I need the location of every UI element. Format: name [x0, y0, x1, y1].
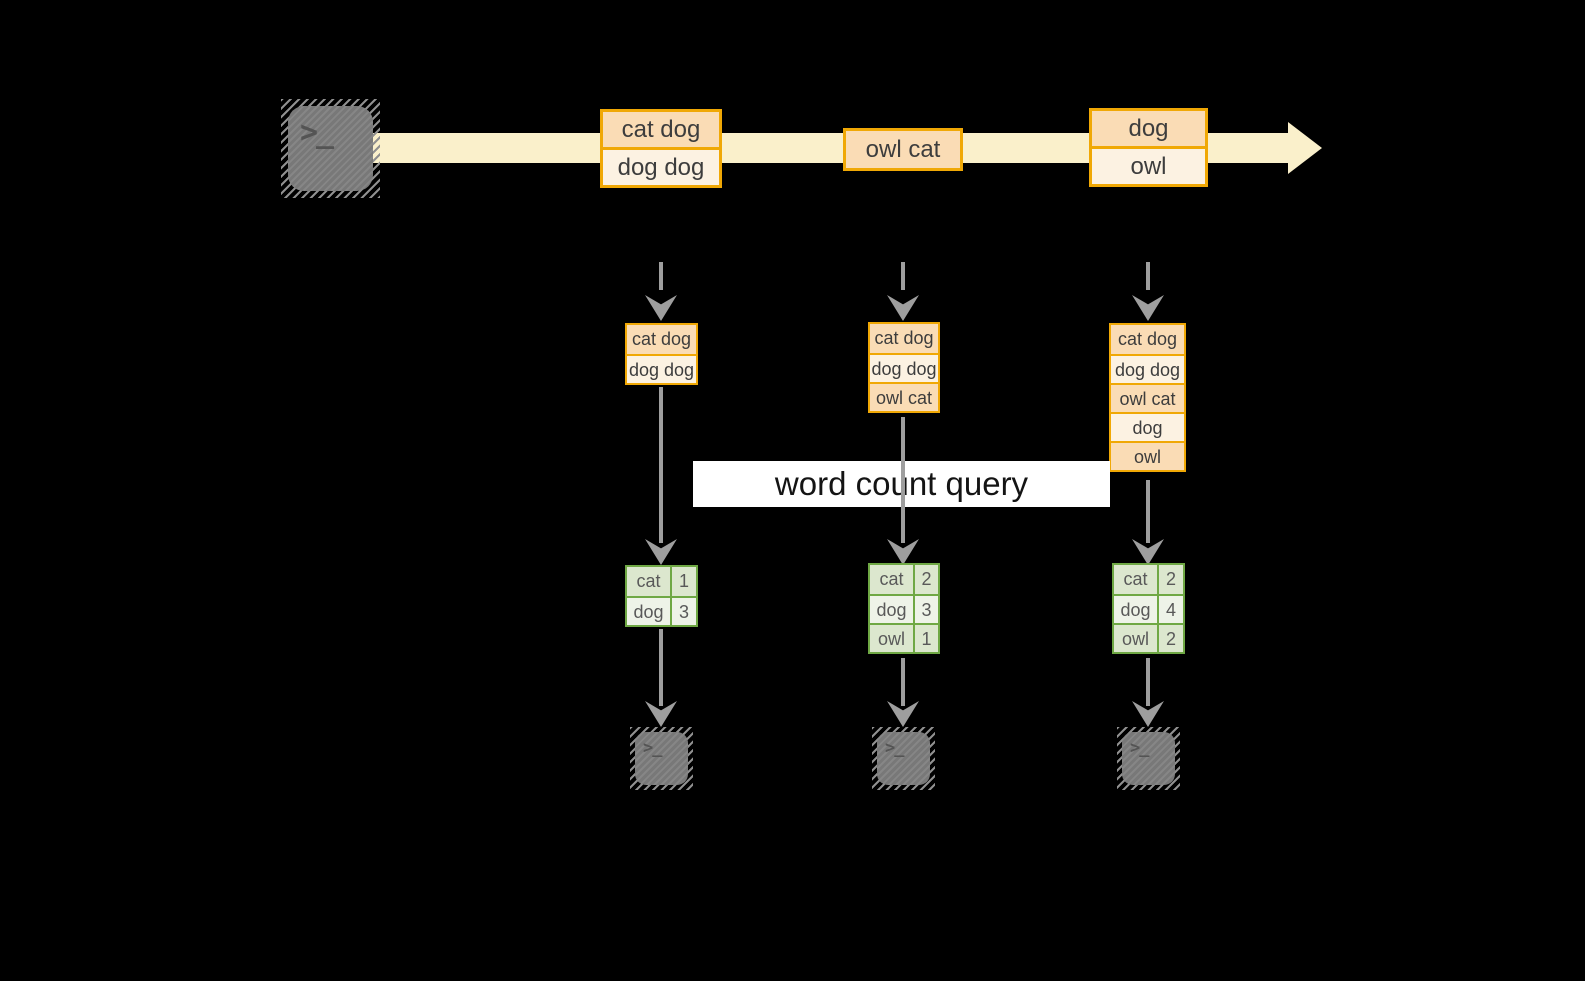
word-cell: dog — [1114, 596, 1159, 623]
event-row: cat dog — [603, 112, 719, 147]
terminal-prompt: >_ — [885, 738, 905, 758]
word-cell: cat — [870, 565, 915, 594]
buffer-row: owl cat — [1111, 383, 1184, 412]
table-row: cat 2 — [870, 565, 938, 594]
word-cell: dog — [870, 596, 915, 623]
count-cell: 1 — [921, 629, 932, 649]
count-table-2: cat 2 dog 3 owl 1 — [868, 563, 940, 654]
event-row: dog dog — [603, 147, 719, 182]
table-row: cat 1 — [627, 567, 696, 596]
sink-terminal-icon-2: >_ — [872, 727, 935, 790]
sink-arrow-line-2 — [901, 658, 905, 706]
word-cell: cat — [627, 567, 672, 596]
table-row: owl 2 — [1114, 623, 1183, 652]
buffer-row: dog dog — [627, 354, 696, 383]
word-cell: dog — [627, 598, 672, 625]
terminal-screen: >_ — [1122, 732, 1175, 785]
buffer-row: cat dog — [627, 325, 696, 354]
sink-terminal-icon-3: >_ — [1117, 727, 1180, 790]
table-row: dog 3 — [627, 596, 696, 625]
buffer-row: dog — [1111, 412, 1184, 441]
word-cell: owl — [870, 625, 915, 652]
count-cell: 3 — [921, 600, 932, 620]
table-row: cat 2 — [1114, 565, 1183, 594]
buffer-box-3: cat dog dog dog owl cat dog owl — [1109, 323, 1186, 472]
buffer-row: dog dog — [1111, 354, 1184, 383]
sink-arrow-line-3 — [1146, 658, 1150, 706]
flow-arrow-line-2 — [901, 417, 905, 543]
stream-event-box-3: dog owl — [1089, 108, 1208, 187]
dashed-arrow-line-2 — [901, 262, 905, 290]
terminal-screen: >_ — [877, 732, 930, 785]
count-table-1: cat 1 dog 3 — [625, 565, 698, 627]
count-cell: 4 — [1165, 600, 1176, 620]
count-cell: 3 — [678, 602, 689, 622]
buffer-row: cat dog — [1111, 325, 1184, 354]
sink-arrow-line-1 — [659, 629, 663, 706]
source-terminal-icon: >_ — [281, 99, 380, 198]
stream-event-box-1: cat dog dog dog — [600, 109, 722, 188]
count-cell: 1 — [678, 571, 689, 591]
word-cell: cat — [1114, 565, 1159, 594]
terminal-prompt: >_ — [643, 738, 663, 758]
stream-arrowhead-icon — [1288, 122, 1322, 174]
flow-arrow-line-1 — [659, 387, 663, 543]
buffer-row: owl — [1111, 441, 1184, 470]
count-table-3: cat 2 dog 4 owl 2 — [1112, 563, 1185, 654]
count-cell: 2 — [921, 569, 932, 589]
count-cell: 2 — [1165, 569, 1176, 589]
table-row: owl 1 — [870, 623, 938, 652]
down-arrowhead-icon — [887, 295, 919, 321]
event-row: owl cat — [846, 131, 960, 168]
event-row: dog — [1092, 111, 1205, 146]
buffer-box-1: cat dog dog dog — [625, 323, 698, 385]
word-cell: owl — [1114, 625, 1159, 652]
buffer-row: owl cat — [870, 382, 938, 411]
dashed-arrow-line-1 — [659, 262, 663, 290]
count-cell: 2 — [1165, 629, 1176, 649]
buffer-box-2: cat dog dog dog owl cat — [868, 322, 940, 413]
terminal-prompt: >_ — [1130, 738, 1150, 758]
down-arrowhead-icon — [1132, 295, 1164, 321]
dashed-arrow-line-3 — [1146, 262, 1150, 290]
terminal-prompt: >_ — [300, 115, 334, 150]
table-row: dog 4 — [1114, 594, 1183, 623]
down-arrowhead-icon — [645, 295, 677, 321]
stream-event-box-2: owl cat — [843, 128, 963, 171]
buffer-row: cat dog — [870, 324, 938, 353]
terminal-screen: >_ — [288, 106, 373, 191]
buffer-row: dog dog — [870, 353, 938, 382]
flow-arrow-line-3 — [1146, 480, 1150, 543]
table-row: dog 3 — [870, 594, 938, 623]
sink-terminal-icon-1: >_ — [630, 727, 693, 790]
event-row: owl — [1092, 146, 1205, 181]
terminal-screen: >_ — [635, 732, 688, 785]
